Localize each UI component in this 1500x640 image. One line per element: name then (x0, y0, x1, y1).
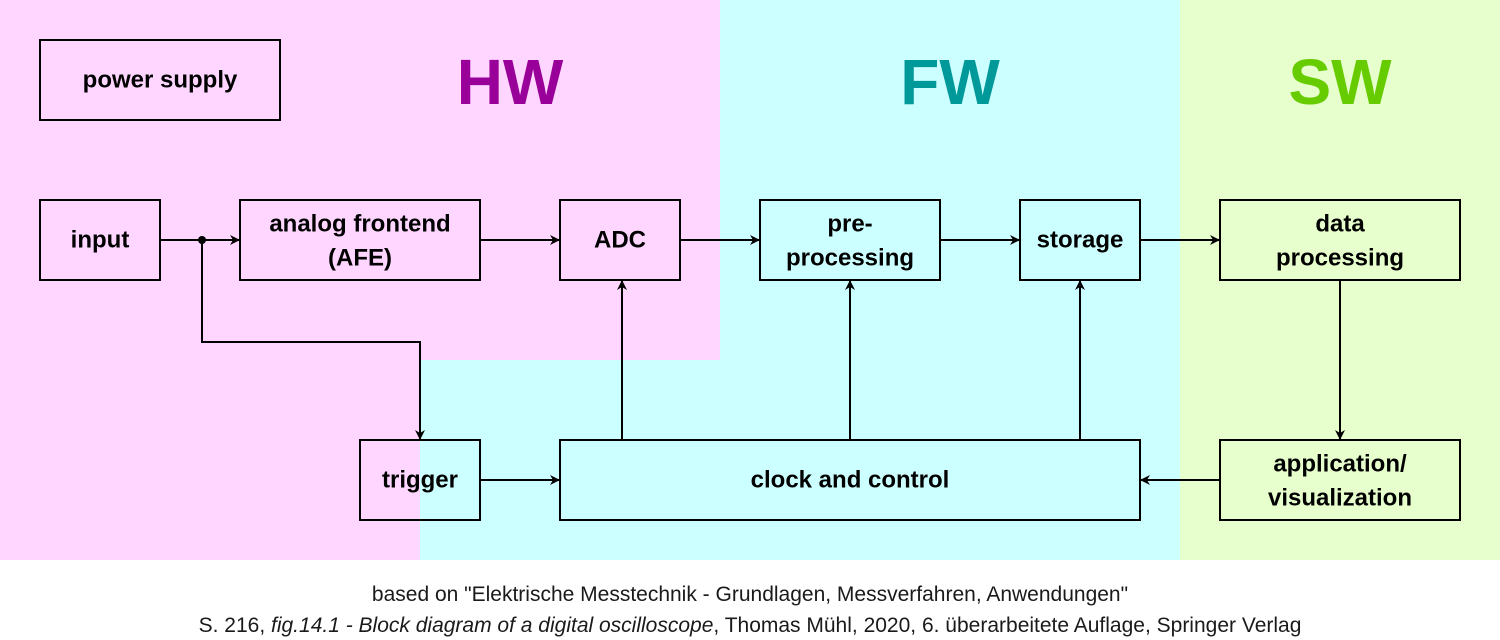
caption-line-2: S. 216, fig.14.1 - Block diagram of a di… (0, 614, 1500, 638)
application-block: application/ visualization (1219, 439, 1461, 521)
afe-label-line2: (AFE) (328, 245, 392, 272)
adc-label: ADC (594, 227, 646, 254)
input-block: input (39, 199, 161, 281)
caption-figure-title: fig.14.1 - Block diagram of a digital os… (271, 614, 714, 637)
block-diagram: HW FW SW power supply input analog front… (0, 0, 1500, 560)
application-label-line2: visualization (1268, 485, 1412, 512)
hw-title: HW (457, 46, 564, 118)
trigger-label: trigger (382, 467, 458, 494)
caption-line-1: based on "Elektrische Messtechnik - Grun… (371, 583, 1129, 606)
input-label: input (71, 227, 130, 254)
clock-control-label: clock and control (751, 467, 950, 494)
arrow-input-to-trigger (201, 240, 425, 440)
preprocessing-label-line2: processing (786, 245, 914, 272)
trigger-block: trigger (359, 439, 481, 521)
fw-title: FW (900, 46, 1000, 118)
data-processing-label-line2: processing (1276, 245, 1404, 272)
afe-label-line1: analog frontend (269, 211, 450, 238)
caption-prefix: S. 216, (198, 614, 271, 637)
storage-block: storage (1019, 199, 1141, 281)
storage-label: storage (1037, 227, 1124, 254)
preprocessing-block: pre- processing (759, 199, 941, 281)
sw-title: SW (1288, 46, 1392, 118)
preprocessing-label-line1: pre- (827, 211, 872, 238)
connectors (160, 235, 1345, 485)
clock-control-block: clock and control (559, 439, 1141, 521)
application-label-line1: application/ (1273, 451, 1407, 478)
power-supply-block: power supply (39, 39, 281, 121)
power-supply-label: power supply (83, 67, 238, 94)
data-processing-label-line1: data (1315, 211, 1365, 238)
caption-suffix: , Thomas Mühl, 2020, 6. überarbeitete Au… (713, 614, 1302, 637)
